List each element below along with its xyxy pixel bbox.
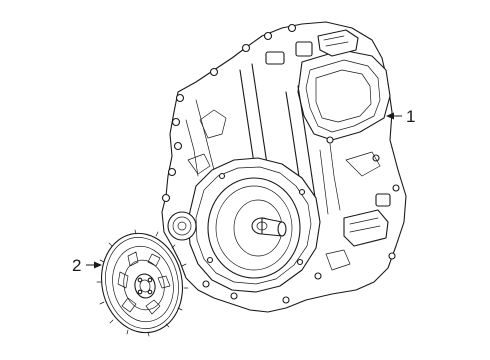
control-module (297, 49, 391, 141)
callout-label-2: 2 (72, 256, 81, 275)
input-shaft (251, 217, 287, 237)
callout-label-1: 1 (406, 107, 415, 126)
callout-2: 2 (72, 256, 102, 275)
arrow-icon-1 (386, 112, 394, 120)
arrow-icon-2 (94, 261, 102, 269)
output-seal (167, 211, 197, 241)
wiring-connector (343, 209, 389, 247)
flywheel-drive-plate (96, 229, 189, 337)
transaxle-assembly (161, 21, 407, 313)
callout-1: 1 (386, 107, 415, 126)
housing-bolts (161, 23, 400, 304)
